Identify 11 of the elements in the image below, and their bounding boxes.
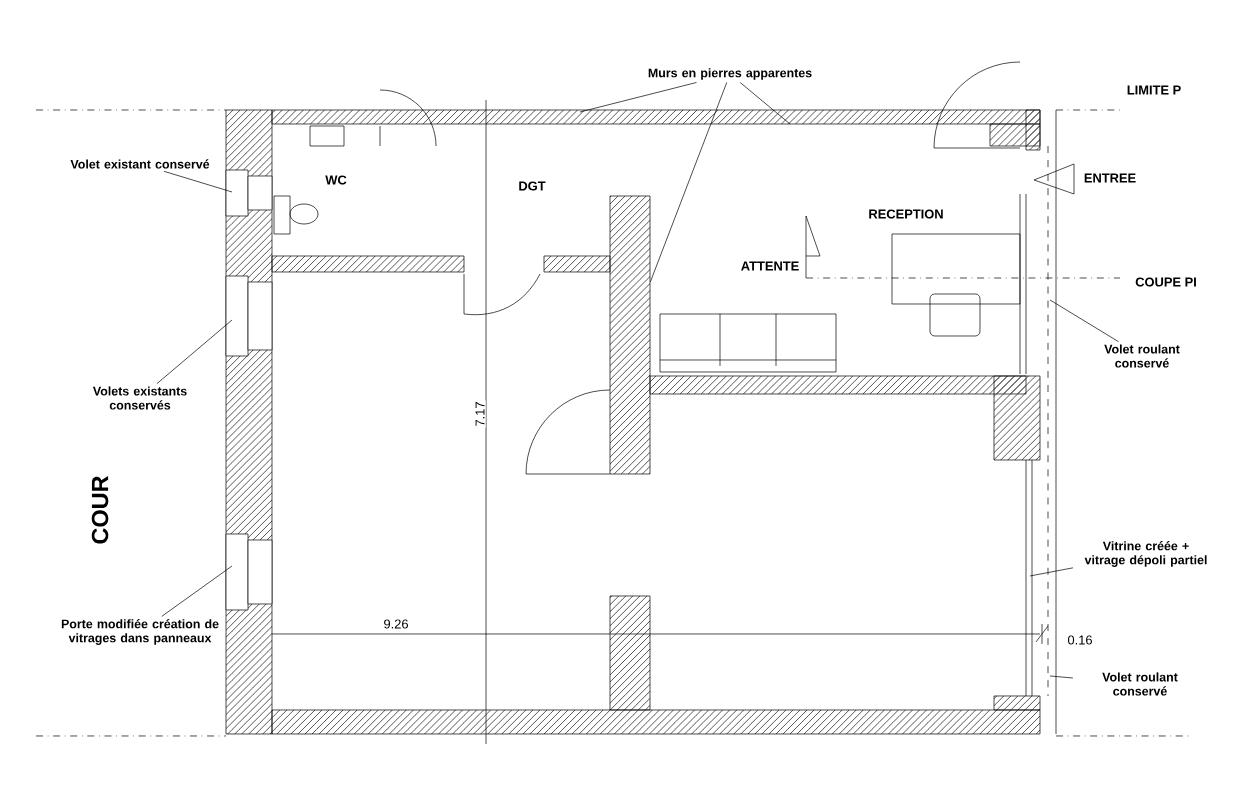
leader-line [650, 82, 728, 283]
leader-line [1049, 675, 1074, 679]
leader-line [1049, 299, 1119, 343]
leader-line [156, 319, 233, 385]
leader-line [579, 82, 697, 113]
leader-line [163, 170, 233, 193]
stone-wall [609, 195, 651, 475]
leader-line [1029, 567, 1074, 577]
leader-line [739, 82, 791, 125]
leader-line [161, 565, 233, 617]
courtyard-label: COUR [91, 475, 109, 544]
